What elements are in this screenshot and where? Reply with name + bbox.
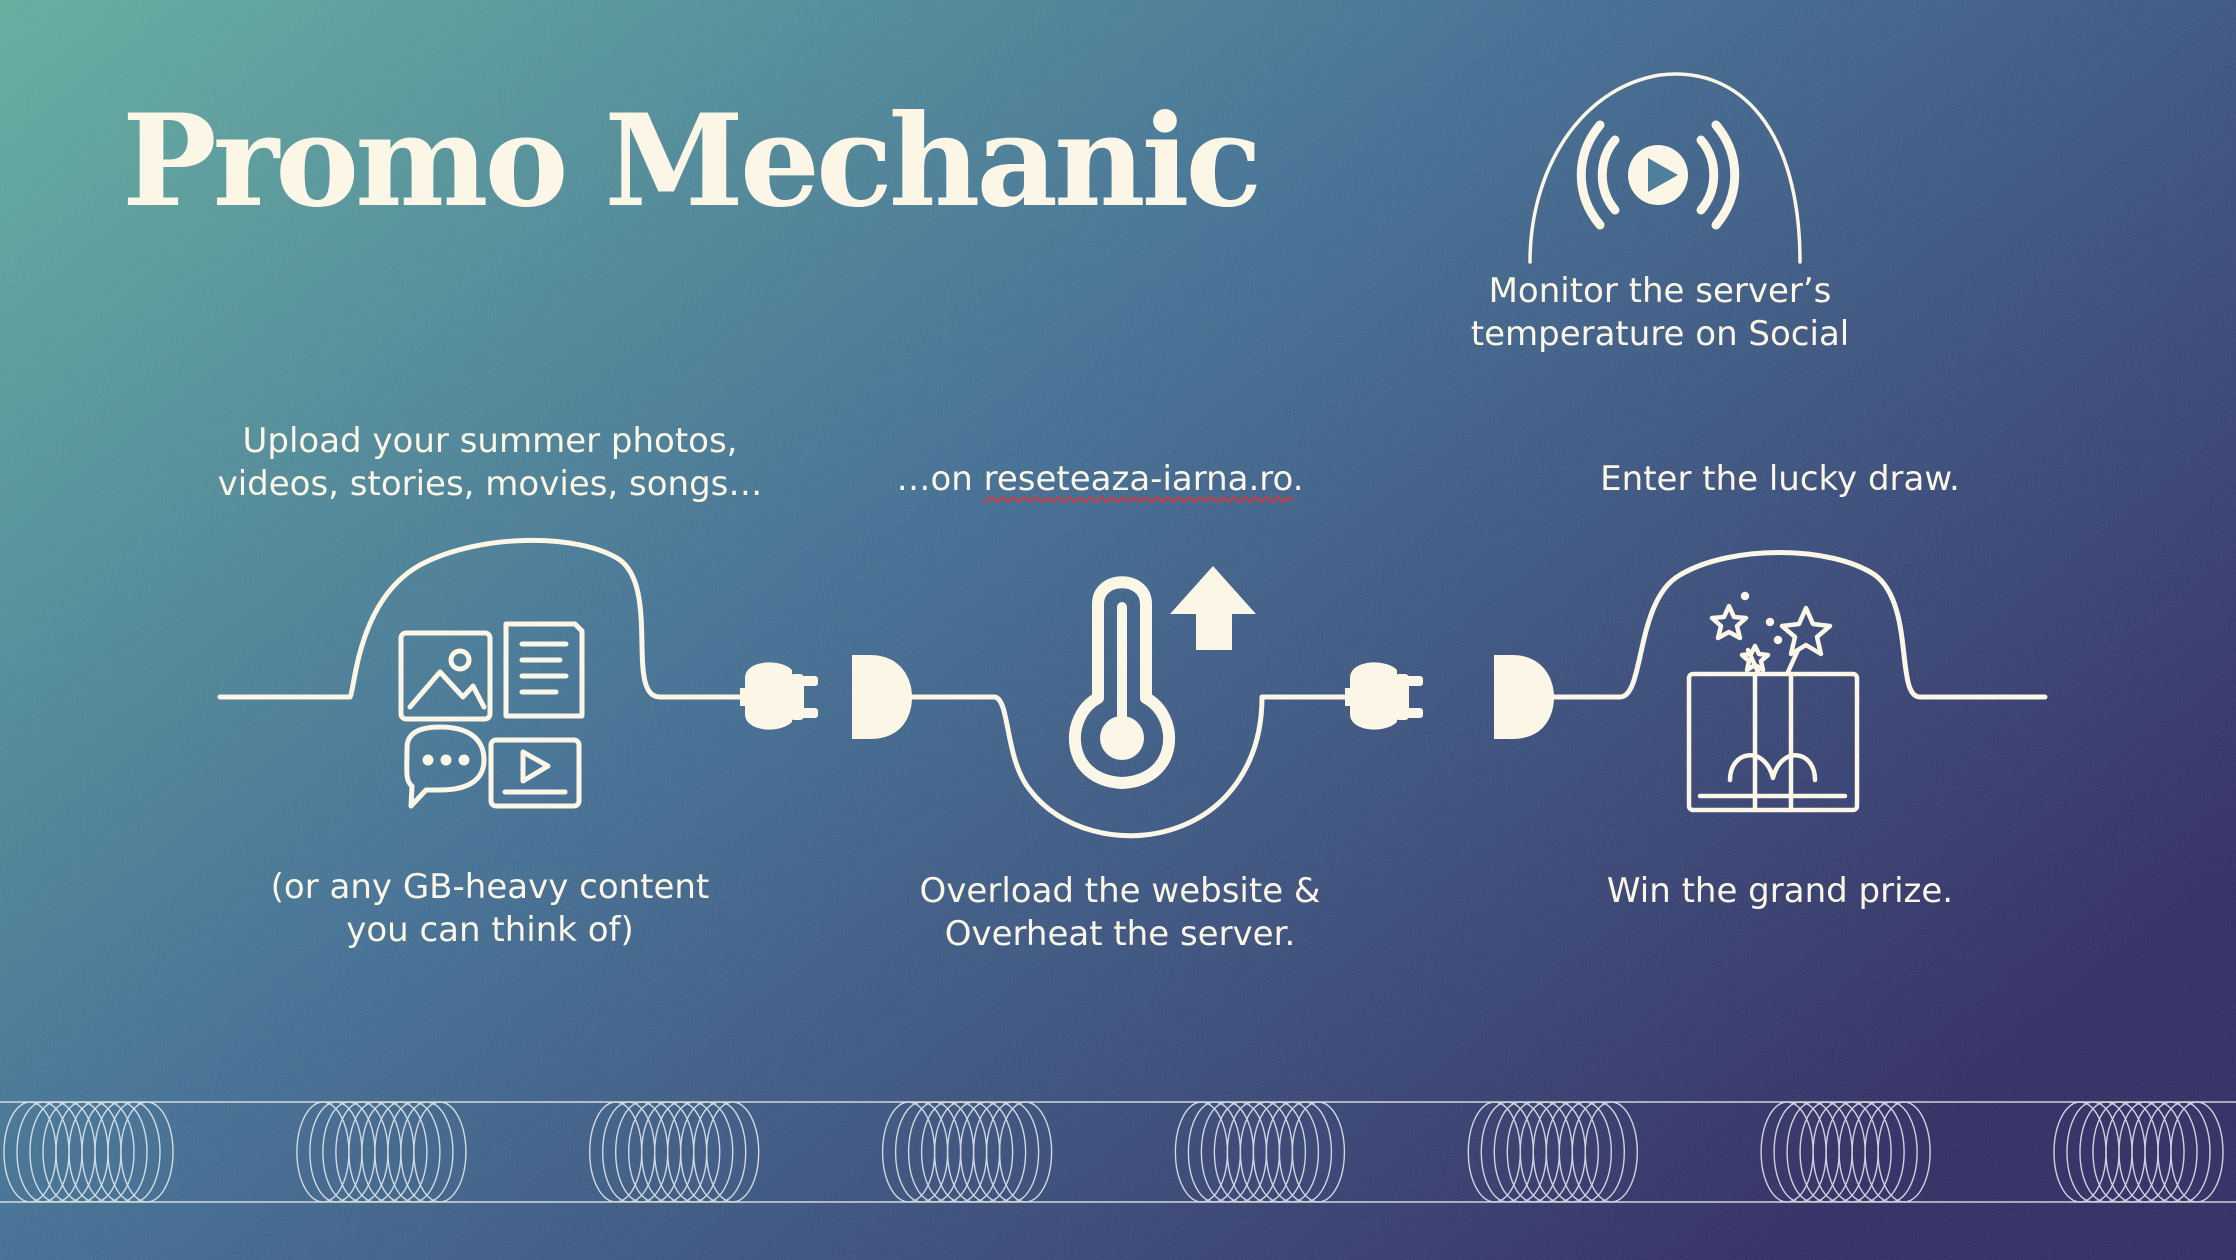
website-link[interactable]: reseteaza-iarna.ro bbox=[984, 459, 1293, 499]
coil-spring bbox=[297, 1102, 466, 1202]
socket-icon bbox=[852, 655, 912, 739]
step-2-bottom-caption: Overload the website & Overheat the serv… bbox=[840, 870, 1400, 956]
star-icon bbox=[1712, 594, 1830, 670]
coil-spring-strip bbox=[0, 1102, 2236, 1202]
step-1-bottom-caption: (or any GB-heavy content you can think o… bbox=[190, 866, 790, 952]
step-3-top-caption: Enter the lucky draw. bbox=[1500, 458, 2060, 501]
monitor-line-2: temperature on Social bbox=[1430, 313, 1890, 356]
coil-spring bbox=[2054, 1102, 2223, 1202]
coil-spring bbox=[1468, 1102, 1637, 1202]
step-2-bottom-line-2: Overheat the server. bbox=[840, 913, 1400, 956]
broadcast-play-icon bbox=[1581, 125, 1735, 225]
step-2-top-caption: …on reseteaza-iarna.ro. bbox=[820, 458, 1380, 501]
coil-spring bbox=[1175, 1102, 1344, 1202]
step-1-top-line-1: Upload your summer photos, bbox=[190, 420, 790, 463]
step-2-top-prefix: …on bbox=[896, 459, 983, 499]
image-icon bbox=[401, 633, 490, 719]
step-3-bottom-caption: Win the grand prize. bbox=[1500, 870, 2060, 913]
plug-icon bbox=[740, 662, 818, 729]
page-title: Promo Mechanic bbox=[122, 92, 1258, 231]
step-1-top-line-2: videos, stories, movies, songs… bbox=[190, 463, 790, 506]
coil-spring bbox=[883, 1102, 1052, 1202]
step-2-top-suffix: . bbox=[1293, 459, 1304, 499]
thermometer-icon bbox=[1075, 582, 1169, 783]
video-play-icon bbox=[491, 740, 579, 806]
step-1-bottom-line-2: you can think of) bbox=[190, 909, 790, 952]
step-1-bottom-line-1: (or any GB-heavy content bbox=[190, 866, 790, 909]
chat-bubble-icon bbox=[407, 727, 484, 806]
arrow-up-icon bbox=[1170, 566, 1256, 650]
coil-spring bbox=[1761, 1102, 1930, 1202]
socket-icon bbox=[1494, 655, 1554, 739]
document-icon bbox=[506, 624, 582, 716]
step-1-top-caption: Upload your summer photos, videos, stori… bbox=[190, 420, 790, 506]
coil-spring bbox=[590, 1102, 759, 1202]
wire-step-1 bbox=[220, 540, 740, 697]
coil-spring bbox=[4, 1102, 173, 1202]
gift-box-icon bbox=[1689, 650, 1857, 810]
monitor-caption: Monitor the server’s temperature on Soci… bbox=[1430, 270, 1890, 356]
monitor-line-1: Monitor the server’s bbox=[1430, 270, 1890, 313]
plug-icon bbox=[1345, 662, 1423, 729]
step-2-bottom-line-1: Overload the website & bbox=[840, 870, 1400, 913]
